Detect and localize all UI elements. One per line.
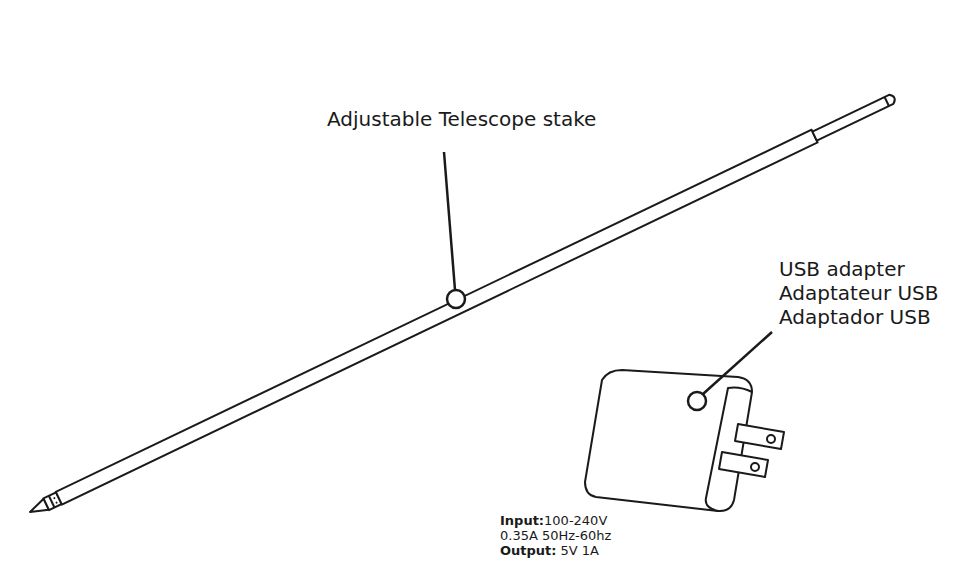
- part-name: Adaptador USB: [779, 305, 931, 329]
- spec-line: Input:100-240V: [500, 513, 607, 528]
- callout-circle: [688, 392, 706, 410]
- part-name: Adjustable Telescope stake: [327, 107, 596, 131]
- telescope-stake: [27, 92, 897, 519]
- spec-value: 5V 1A: [561, 543, 599, 558]
- spec-value: 100-240V: [544, 513, 607, 528]
- leader-line: [703, 332, 772, 394]
- part-name: USB adapter: [779, 257, 905, 281]
- spec-value: 0.35A 50Hz-60hz: [500, 528, 611, 543]
- spec-line: 0.35A 50Hz-60hz: [500, 528, 611, 543]
- leader-line: [444, 152, 455, 290]
- spec-line: Output: 5V 1A: [500, 543, 599, 558]
- spec-key: Output:: [500, 543, 557, 558]
- callout-circle: [447, 290, 465, 308]
- usb-adapter: [585, 370, 784, 511]
- part-name: Adaptateur USB: [779, 281, 939, 305]
- spec-key: Input:: [500, 513, 544, 528]
